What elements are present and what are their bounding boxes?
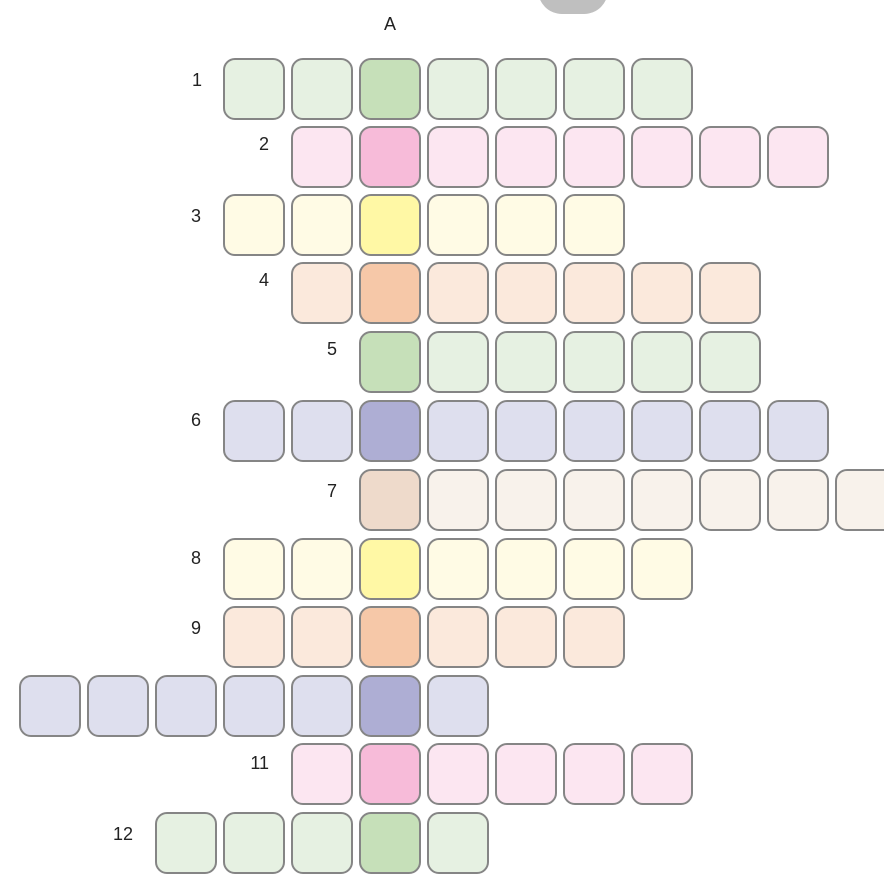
letter-cell[interactable] (223, 538, 285, 600)
letter-cell[interactable] (495, 126, 557, 188)
letter-cell[interactable] (291, 126, 353, 188)
highlighted-cell[interactable] (359, 400, 421, 462)
letter-cell[interactable] (495, 400, 557, 462)
row-number-6: 6 (171, 410, 201, 431)
letter-cell[interactable] (427, 262, 489, 324)
letter-cell[interactable] (427, 743, 489, 805)
column-label-a: A (384, 14, 396, 35)
letter-cell[interactable] (155, 675, 217, 737)
letter-cell[interactable] (223, 58, 285, 120)
highlighted-cell[interactable] (359, 469, 421, 531)
letter-cell[interactable] (563, 469, 625, 531)
row-number-7: 7 (307, 481, 337, 502)
letter-cell[interactable] (223, 675, 285, 737)
row-number-11: 11 (239, 753, 269, 774)
letter-cell[interactable] (223, 812, 285, 874)
letter-cell[interactable] (223, 606, 285, 668)
letter-cell[interactable] (563, 194, 625, 256)
letter-cell[interactable] (291, 194, 353, 256)
letter-cell[interactable] (427, 194, 489, 256)
letter-cell[interactable] (427, 400, 489, 462)
letter-cell[interactable] (495, 469, 557, 531)
letter-cell[interactable] (699, 126, 761, 188)
row-number-8: 8 (171, 548, 201, 569)
row-number-4: 4 (239, 270, 269, 291)
row-number-12: 12 (103, 824, 133, 845)
letter-cell[interactable] (291, 675, 353, 737)
letter-cell[interactable] (495, 262, 557, 324)
letter-cell[interactable] (291, 812, 353, 874)
letter-cell[interactable] (699, 262, 761, 324)
highlighted-cell[interactable] (359, 606, 421, 668)
row-number-1: 1 (172, 70, 202, 91)
letter-cell[interactable] (427, 606, 489, 668)
letter-cell[interactable] (427, 126, 489, 188)
letter-cell[interactable] (631, 743, 693, 805)
letter-cell[interactable] (563, 58, 625, 120)
letter-cell[interactable] (563, 538, 625, 600)
letter-cell[interactable] (427, 675, 489, 737)
letter-cell[interactable] (563, 743, 625, 805)
letter-cell[interactable] (427, 812, 489, 874)
letter-cell[interactable] (291, 262, 353, 324)
letter-cell[interactable] (563, 606, 625, 668)
letter-cell[interactable] (427, 331, 489, 393)
highlighted-cell[interactable] (359, 126, 421, 188)
highlighted-cell[interactable] (359, 538, 421, 600)
letter-cell[interactable] (427, 58, 489, 120)
letter-cell[interactable] (631, 538, 693, 600)
letter-cell[interactable] (87, 675, 149, 737)
letter-cell[interactable] (563, 262, 625, 324)
highlighted-cell[interactable] (359, 675, 421, 737)
letter-cell[interactable] (563, 126, 625, 188)
letter-cell[interactable] (767, 126, 829, 188)
letter-cell[interactable] (631, 58, 693, 120)
letter-cell[interactable] (19, 675, 81, 737)
letter-cell[interactable] (291, 400, 353, 462)
letter-cell[interactable] (699, 469, 761, 531)
letter-cell[interactable] (495, 331, 557, 393)
highlighted-cell[interactable] (359, 743, 421, 805)
row-number-2: 2 (239, 134, 269, 155)
letter-cell[interactable] (495, 194, 557, 256)
letter-cell[interactable] (631, 469, 693, 531)
decorative-graphic (538, 0, 608, 14)
letter-cell[interactable] (427, 538, 489, 600)
letter-cell[interactable] (427, 469, 489, 531)
letter-cell[interactable] (631, 262, 693, 324)
highlighted-cell[interactable] (359, 262, 421, 324)
letter-cell[interactable] (223, 194, 285, 256)
highlighted-cell[interactable] (359, 331, 421, 393)
highlighted-cell[interactable] (359, 58, 421, 120)
letter-cell[interactable] (631, 400, 693, 462)
letter-cell[interactable] (835, 469, 884, 531)
row-number-5: 5 (307, 339, 337, 360)
letter-cell[interactable] (699, 400, 761, 462)
row-number-9: 9 (171, 618, 201, 639)
letter-cell[interactable] (495, 606, 557, 668)
highlighted-cell[interactable] (359, 194, 421, 256)
letter-cell[interactable] (563, 331, 625, 393)
highlighted-cell[interactable] (359, 812, 421, 874)
letter-cell[interactable] (495, 58, 557, 120)
letter-cell[interactable] (291, 606, 353, 668)
letter-cell[interactable] (699, 331, 761, 393)
letter-cell[interactable] (495, 743, 557, 805)
letter-cell[interactable] (631, 126, 693, 188)
letter-cell[interactable] (495, 538, 557, 600)
letter-cell[interactable] (767, 400, 829, 462)
letter-cell[interactable] (155, 812, 217, 874)
letter-cell[interactable] (291, 58, 353, 120)
letter-cell[interactable] (223, 400, 285, 462)
letter-cell[interactable] (631, 331, 693, 393)
letter-cell[interactable] (291, 743, 353, 805)
row-number-3: 3 (171, 206, 201, 227)
letter-cell[interactable] (767, 469, 829, 531)
letter-cell[interactable] (563, 400, 625, 462)
letter-cell[interactable] (291, 538, 353, 600)
